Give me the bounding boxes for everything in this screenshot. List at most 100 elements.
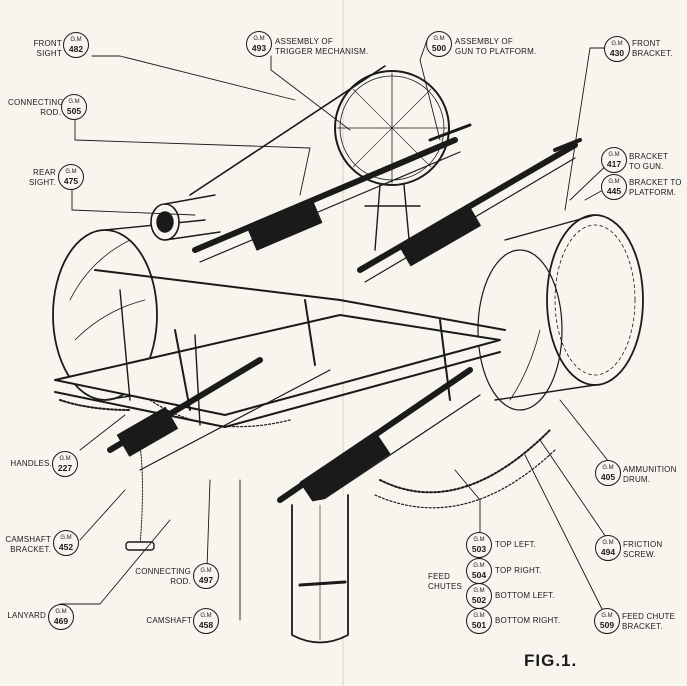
gm-227-bubble: G.M 227 xyxy=(52,451,78,477)
gm-493-bubble: G.M 493 xyxy=(246,31,272,57)
ammunition-drum-label: AMMUNITION DRUM. xyxy=(623,465,677,485)
feed-chute-bracket-label: FEED CHUTE BRACKET. xyxy=(622,612,675,632)
label-line: CAMSHAFT xyxy=(5,535,51,544)
handles-label: HANDLES. xyxy=(6,459,52,469)
right-drum xyxy=(477,214,644,411)
gm-497-bubble: G.M 497 xyxy=(193,563,219,589)
gun-upper-right xyxy=(357,138,582,283)
label-line: PLATFORM. xyxy=(629,188,676,197)
label-line: HANDLES. xyxy=(10,459,52,468)
gm-number: 505 xyxy=(66,106,82,116)
label-line: AMMUNITION xyxy=(623,465,677,474)
label-line: LANYARD xyxy=(7,611,46,620)
gm-482-bubble: G.M 482 xyxy=(63,32,89,58)
label-line: BRACKET. xyxy=(10,545,51,554)
gm-number: 494 xyxy=(600,547,616,557)
label-line: FRONT xyxy=(632,39,661,48)
friction-screw-label: FRICTION SCREW. xyxy=(623,540,662,560)
gm-509-bubble: G.M 509 xyxy=(594,608,620,634)
gm-prefix: G.M xyxy=(601,613,613,619)
label-line: ASSEMBLY OF xyxy=(275,37,333,46)
gun-lower-left xyxy=(107,357,331,471)
gm-prefix: G.M xyxy=(253,36,265,42)
label-line: REAR xyxy=(32,168,56,177)
label-line: CONNECTING xyxy=(135,567,191,576)
gm-number: 458 xyxy=(198,620,214,630)
gm-445-bubble: G.M 445 xyxy=(601,174,627,200)
lanyard xyxy=(125,444,155,551)
gm-number: 503 xyxy=(471,544,487,554)
gm-452-bubble: G.M 452 xyxy=(53,530,79,556)
feed-chute-top-right-label: TOP RIGHT. xyxy=(495,566,542,575)
gun-upper-left xyxy=(192,123,472,263)
gm-504-bubble: G.M 504 xyxy=(466,558,492,584)
gm-number: 227 xyxy=(57,463,73,473)
label-line: FRICTION xyxy=(623,540,663,549)
feed-chute-bottom-right-label: BOTTOM RIGHT. xyxy=(495,616,561,625)
gm-number: 502 xyxy=(471,595,487,605)
label-line: CHUTES xyxy=(428,582,463,591)
lanyard-label: LANYARD xyxy=(4,611,46,621)
gun-to-platform-label: ASSEMBLY OF GUN TO PLATFORM. xyxy=(455,37,536,57)
gm-494-bubble: G.M 494 xyxy=(595,535,621,561)
gm-501-bubble: G.M 501 xyxy=(466,608,492,634)
feed-chutes-group-label: FEED CHUTES xyxy=(428,572,462,592)
gm-number: 504 xyxy=(471,570,487,580)
label-line: ROD. xyxy=(40,108,61,117)
connecting-rod-bottom-label: CONNECTING ROD. xyxy=(135,567,191,587)
gm-prefix: G.M xyxy=(473,563,485,569)
ring-sight xyxy=(334,70,450,251)
label-line: SCREW. xyxy=(623,550,656,559)
label-line: BRACKET. xyxy=(632,49,673,58)
gm-number: 501 xyxy=(471,620,487,630)
left-drum xyxy=(52,219,206,401)
gm-prefix: G.M xyxy=(473,588,485,594)
gm-number: 405 xyxy=(600,472,616,482)
connecting-rod-top-label: CONNECTING ROD. xyxy=(8,98,64,118)
label-line: SIGHT. xyxy=(29,178,56,187)
camshaft-label: CAMSHAFT xyxy=(144,616,192,626)
label-line: DRUM. xyxy=(623,475,651,484)
gm-417-bubble: G.M 417 xyxy=(601,147,627,173)
gm-prefix: G.M xyxy=(68,99,80,105)
label-line: SIGHT xyxy=(36,49,62,58)
gm-number: 417 xyxy=(606,159,622,169)
gm-number: 500 xyxy=(431,43,447,53)
feed-chute-bottom-left-label: BOTTOM LEFT. xyxy=(495,591,555,600)
gm-prefix: G.M xyxy=(70,37,82,43)
leader-lines xyxy=(59,39,615,621)
gun-lower-right xyxy=(277,367,481,516)
gm-prefix: G.M xyxy=(608,152,620,158)
gm-number: 493 xyxy=(251,43,267,53)
platform-frame xyxy=(54,269,506,428)
gm-505-bubble: G.M 505 xyxy=(61,94,87,120)
gm-469-bubble: G.M 469 xyxy=(48,604,74,630)
gm-prefix: G.M xyxy=(55,609,67,615)
gm-503-bubble: G.M 503 xyxy=(466,532,492,558)
gm-number: 482 xyxy=(68,44,84,54)
gm-502-bubble: G.M 502 xyxy=(466,583,492,609)
bracket-to-gun-label: BRACKET TO GUN. xyxy=(629,152,668,172)
gm-number: 475 xyxy=(63,176,79,186)
label-line: ASSEMBLY OF xyxy=(455,37,513,46)
gm-458-bubble: G.M 458 xyxy=(193,608,219,634)
label-line: TO GUN. xyxy=(629,162,664,171)
label-line: TRIGGER MECHANISM. xyxy=(275,47,369,56)
gm-prefix: G.M xyxy=(602,540,614,546)
gm-prefix: G.M xyxy=(433,36,445,42)
bracket-to-platform-label: BRACKET TO PLATFORM. xyxy=(629,178,682,198)
gm-prefix: G.M xyxy=(59,456,71,462)
label-line: BRACKET TO xyxy=(629,178,682,187)
gm-prefix: G.M xyxy=(200,613,212,619)
front-bracket-label: FRONT BRACKET. xyxy=(632,39,673,59)
label-line: CONNECTING xyxy=(8,98,64,107)
label-line: BRACKET. xyxy=(622,622,663,631)
gm-prefix: G.M xyxy=(65,169,77,175)
gm-prefix: G.M xyxy=(200,568,212,574)
gm-prefix: G.M xyxy=(608,179,620,185)
front-sight-label: FRONT SIGHT xyxy=(18,39,62,59)
label-line: FRONT xyxy=(33,39,62,48)
label-line: FEED xyxy=(428,572,451,581)
gm-number: 452 xyxy=(58,542,74,552)
